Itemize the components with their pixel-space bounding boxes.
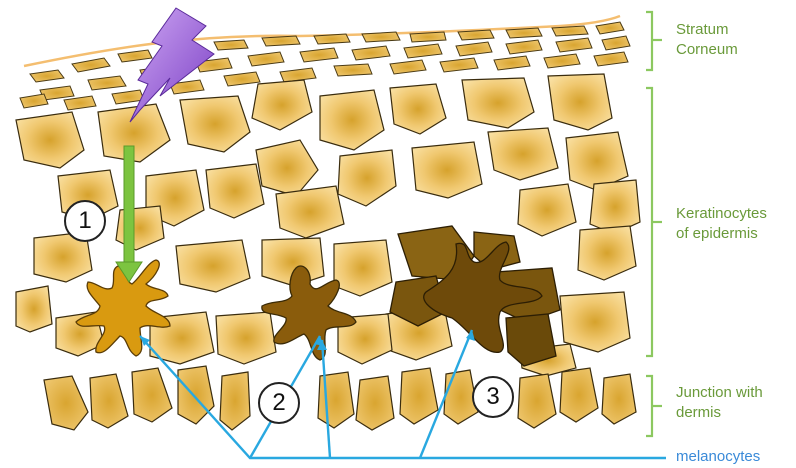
layer-brackets [646,12,662,436]
step-marker-2: 2 [258,382,300,424]
label-stratum-corneum-line2: Corneum [676,40,738,60]
label-stratum-corneum-line1: Stratum [676,20,738,40]
label-keratinocytes-line2: of epidermis [676,224,767,244]
label-keratinocytes-line1: Keratinocytes [676,204,767,224]
step-marker-1: 1 [64,200,106,242]
label-keratinocytes: Keratinocytes of epidermis [676,204,767,244]
junction-cells [44,366,636,430]
label-junction: Junction with dermis [676,383,763,423]
label-junction-line2: dermis [676,403,763,423]
label-melanocytes: melanocytes [676,447,760,467]
step-marker-3: 3 [472,376,514,418]
label-junction-line1: Junction with [676,383,763,403]
label-stratum-corneum: Stratum Corneum [676,20,738,60]
